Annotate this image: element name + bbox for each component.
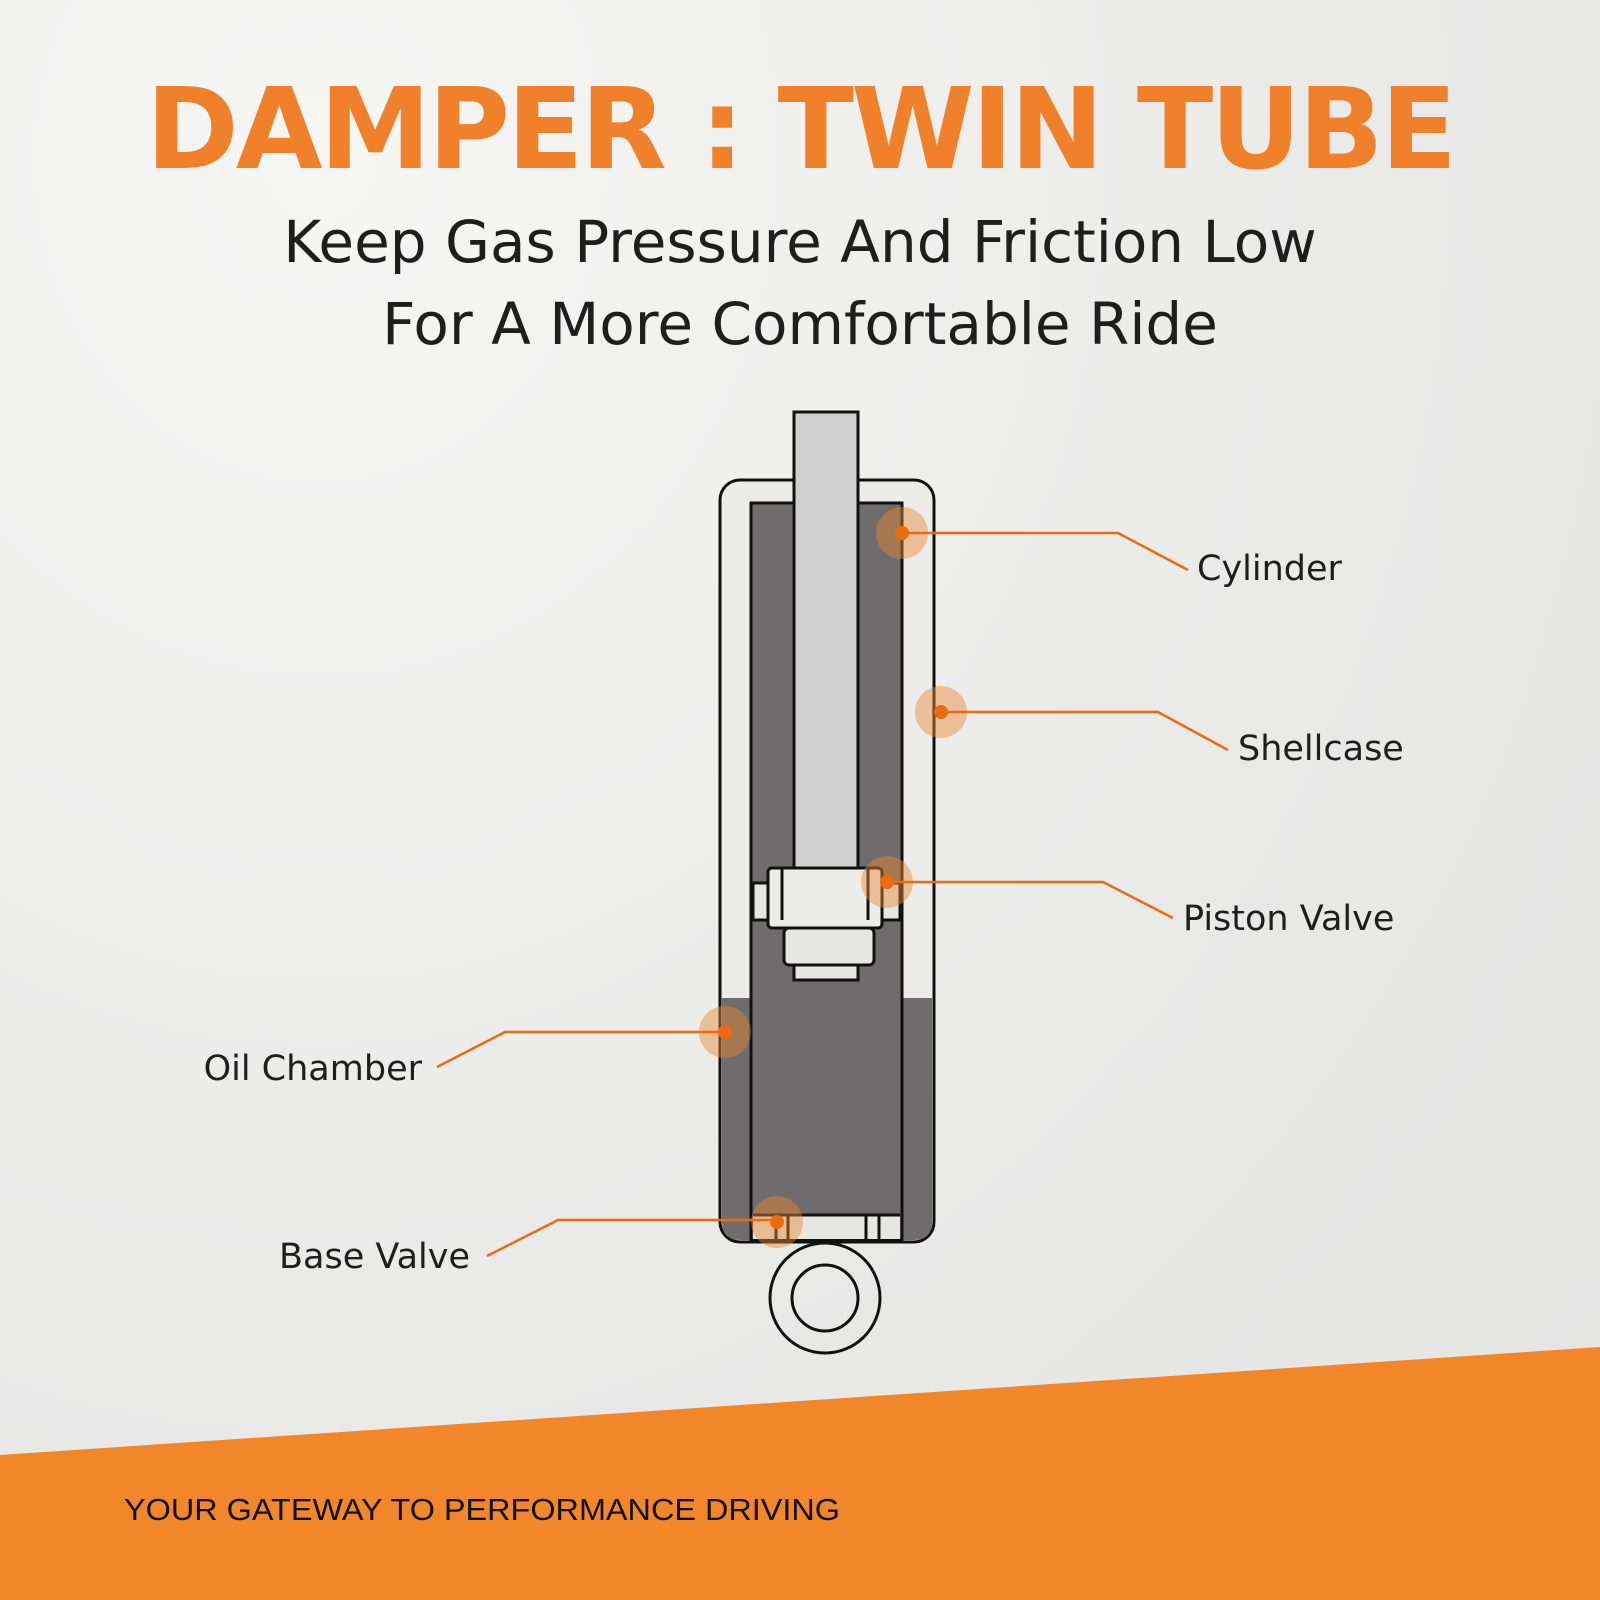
subtitle-line-2: For A More Comfortable Ride <box>382 290 1218 358</box>
callout-cylinder: Cylinder <box>876 507 1343 589</box>
callout-piston-valve: Piston Valve <box>861 856 1394 939</box>
mounting-eye <box>768 1241 882 1355</box>
callout-shellcase: Shellcase <box>915 686 1404 769</box>
label-shellcase: Shellcase <box>1238 729 1404 769</box>
footer-tagline: YOUR GATEWAY TO PERFORMANCE DRIVING <box>124 1492 840 1527</box>
oil-chamber-right <box>902 998 932 1240</box>
piston-rod <box>792 410 860 874</box>
footer-banner <box>0 1347 1600 1600</box>
subtitle-line-1: Keep Gas Pressure And Friction Low <box>283 208 1316 276</box>
piston-body <box>782 926 876 967</box>
callout-base-valve: Base Valve <box>279 1196 803 1277</box>
mounting-eye-inner <box>790 1263 860 1333</box>
label-piston-valve: Piston Valve <box>1183 899 1394 939</box>
label-oil-chamber: Oil Chamber <box>204 1049 423 1089</box>
page-title: DAMPER : TWIN TUBE <box>146 65 1454 195</box>
piston-nut <box>792 963 860 982</box>
label-cylinder: Cylinder <box>1197 549 1343 589</box>
oil-chamber-left <box>722 998 751 1240</box>
label-base-valve: Base Valve <box>279 1237 470 1277</box>
callout-oil-chamber: Oil Chamber <box>204 1006 751 1089</box>
